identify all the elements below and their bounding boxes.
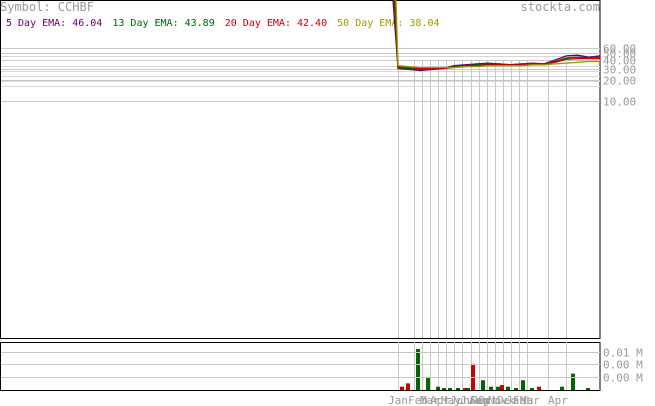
legend-ema-5: 5 Day EMA: 46.04 xyxy=(6,18,103,29)
volume-bar xyxy=(530,388,534,390)
x-axis-label: May xyxy=(441,394,461,406)
symbol-label: Symbol: CCHBF xyxy=(0,0,94,14)
ema-line xyxy=(395,0,600,69)
x-axis-label: Nov xyxy=(488,394,508,406)
x-axis-label: Jan xyxy=(388,394,408,406)
volume-bar xyxy=(496,386,500,390)
price-y-tick: 60.00 xyxy=(603,43,636,56)
x-axis-label: Mar xyxy=(420,394,440,406)
volume-bar xyxy=(481,380,485,390)
ema-line xyxy=(392,0,601,72)
volume-bar xyxy=(560,386,564,390)
x-axis-label: Jun xyxy=(450,394,470,406)
volume-bar xyxy=(442,388,446,390)
x-axis-label: Mar xyxy=(520,394,540,406)
volume-y-tick: 0.00 M xyxy=(603,359,643,372)
volume-bar xyxy=(436,386,440,390)
volume-bar xyxy=(537,386,541,390)
volume-y-tick: 0.01 M xyxy=(603,347,643,360)
x-axis-label: Sep xyxy=(470,394,490,406)
ema-line xyxy=(393,0,601,71)
x-axis-label: Jul xyxy=(460,394,480,406)
volume-bar xyxy=(489,386,493,390)
volume-bar xyxy=(506,386,510,390)
price-y-tick: 50.00 xyxy=(603,48,636,61)
legend-ema-20: 20 Day EMA: 42.40 xyxy=(224,18,328,29)
volume-bar xyxy=(463,388,467,390)
price-y-tick: 30.00 xyxy=(603,64,636,77)
volume-bar xyxy=(456,388,460,390)
x-axis-label: Oct xyxy=(478,394,498,406)
volume-bar xyxy=(466,388,470,390)
volume-bar xyxy=(586,388,590,390)
volume-bar xyxy=(571,373,575,390)
legend-ema-13: 13 Day EMA: 43.89 xyxy=(112,18,215,29)
volume-bar xyxy=(514,388,518,390)
price-y-tick: 20.00 xyxy=(603,75,636,88)
volume-bar xyxy=(521,380,525,390)
x-axis-label: Feb xyxy=(513,394,533,406)
site-name: stockta.com xyxy=(520,0,600,14)
volume-bar xyxy=(500,385,504,390)
x-axis-label: Apr xyxy=(430,394,450,406)
x-axis-label: Feb xyxy=(408,394,428,406)
x-axis-label: Jan xyxy=(506,394,526,406)
volume-bar xyxy=(471,363,475,390)
volume-y-tick: 0.00 M xyxy=(603,372,643,385)
price-y-tick: 10.00 xyxy=(603,96,636,109)
volume-bar xyxy=(426,376,430,390)
price-y-tick: 40.00 xyxy=(603,55,636,68)
volume-bar xyxy=(406,383,410,390)
volume-bar xyxy=(448,388,452,390)
volume-bar xyxy=(416,349,420,390)
ema-line xyxy=(394,0,600,70)
x-axis-label: Apr xyxy=(548,394,568,406)
ema-legend: 5 Day EMA: 46.04 13 Day EMA: 43.89 20 Da… xyxy=(6,18,444,29)
x-axis-label: Aug xyxy=(469,394,489,406)
legend-ema-50: 50 Day EMA: 38.04 xyxy=(337,18,440,29)
x-axis-label: Dec xyxy=(497,394,517,406)
volume-bar xyxy=(400,386,404,390)
